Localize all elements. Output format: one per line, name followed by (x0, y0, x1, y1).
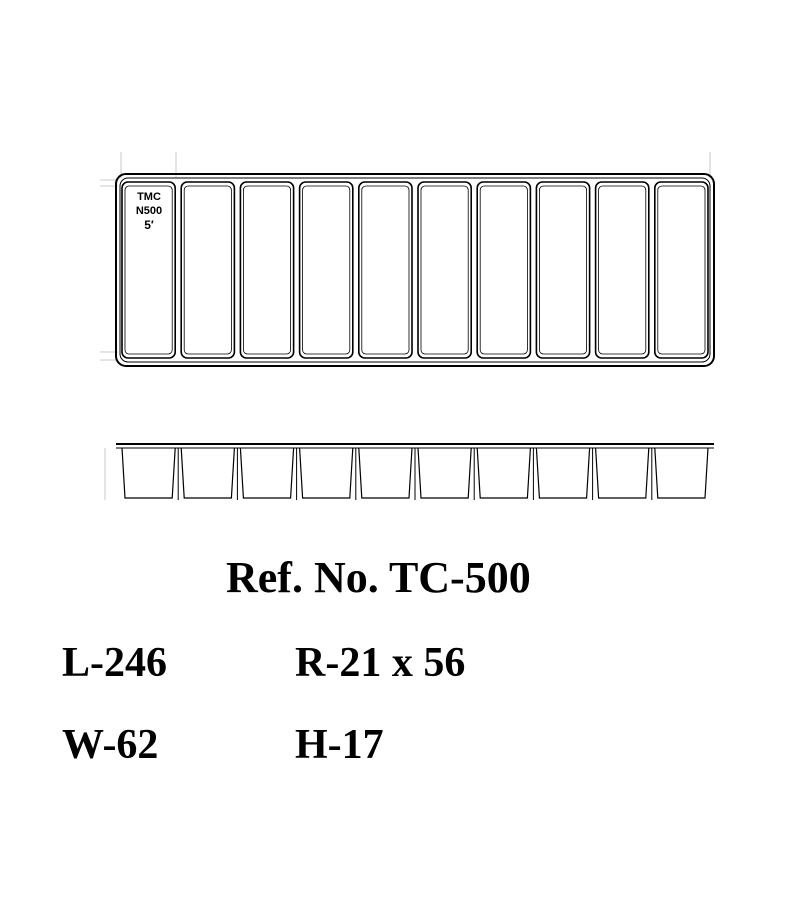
compartment-inner-6 (420, 185, 469, 355)
guide-lines (100, 152, 711, 500)
compartment-3 (239, 181, 295, 359)
tray-outline-inner (119, 177, 711, 363)
compartment-inner-9 (598, 185, 647, 355)
compartment-inner-8 (539, 185, 588, 355)
side-view (116, 443, 714, 500)
compartment-6 (417, 181, 473, 359)
compartment-8 (535, 181, 591, 359)
compartment-7 (476, 181, 532, 359)
tray-outline-outer (115, 173, 715, 367)
compartment-4 (298, 181, 354, 359)
compartment-5 (357, 181, 413, 359)
compartment-inner-4 (302, 185, 351, 355)
side-pocket-8 (535, 447, 591, 499)
side-pocket-2 (180, 447, 235, 499)
width-spec: W-62 (62, 722, 159, 768)
mould-mark-line-3: 5′ (144, 218, 154, 232)
side-pocket-3 (239, 447, 295, 499)
height-spec: H-17 (295, 722, 384, 768)
side-pocket-9 (595, 447, 650, 499)
mould-mark: TMC N500 5′ (136, 191, 162, 232)
compartment-inner-3 (242, 185, 291, 355)
compartment-10 (653, 181, 709, 359)
compartment-1 (121, 181, 177, 359)
compartment-inner-5 (361, 185, 410, 355)
side-pocket-10 (654, 447, 709, 499)
side-pocket-7 (476, 447, 531, 499)
mould-mark-line-1: TMC (137, 191, 161, 203)
side-pocket-1 (121, 447, 176, 499)
technical-drawing: TMC N500 5′ (100, 152, 715, 500)
compartment-inner-1 (124, 185, 173, 355)
side-pocket-5 (358, 447, 413, 499)
reference-number: Ref. No. TC-500 (226, 553, 531, 602)
side-pocket-4 (299, 447, 354, 499)
top-view: TMC N500 5′ (115, 173, 715, 367)
length-spec: L-246 (62, 640, 167, 686)
compartment-9 (594, 181, 650, 359)
mould-mark-line-2: N500 (136, 205, 162, 217)
compartment-inner-2 (183, 185, 232, 355)
compartment-2 (180, 181, 236, 359)
side-pocket-6 (417, 447, 472, 499)
compartment-inner-10 (657, 185, 706, 355)
recess-spec: R-21 x 56 (295, 640, 466, 686)
compartment-inner-7 (479, 185, 528, 355)
